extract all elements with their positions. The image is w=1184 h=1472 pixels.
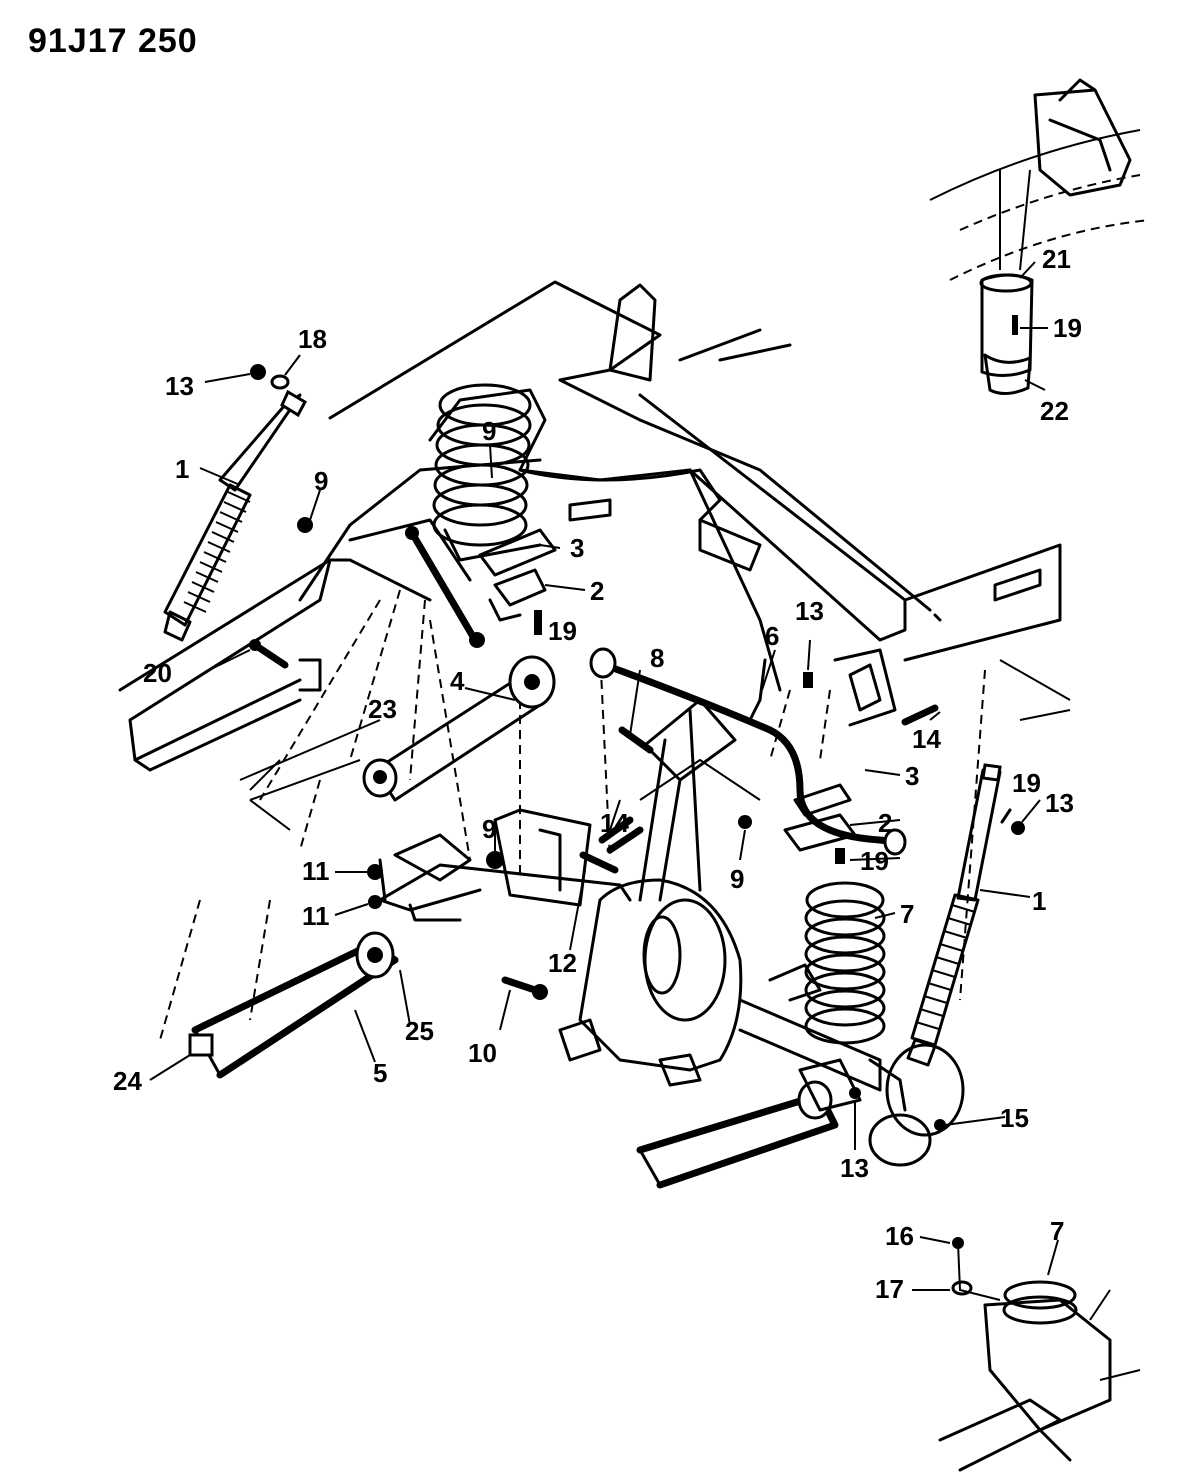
callout-18: 19 xyxy=(1012,768,1041,798)
callout-12: 12 xyxy=(548,948,577,978)
callout-17: 17 xyxy=(875,1274,904,1304)
drawing-code: 91J17 250 xyxy=(28,22,198,60)
callout-7: 7 xyxy=(1050,1216,1064,1246)
coil-spring-right xyxy=(804,881,886,1045)
callout-3: 3 xyxy=(570,533,584,563)
lower-control-arm-right xyxy=(636,1080,839,1189)
spring-seat-left xyxy=(478,528,557,635)
callout-13: 13 xyxy=(840,1153,869,1183)
leader-lines xyxy=(149,261,1059,1291)
hardware xyxy=(249,364,1025,1131)
lower-control-arm-5 xyxy=(188,931,399,1079)
callout-8: 8 xyxy=(650,643,664,673)
callout-9: 9 xyxy=(482,814,496,844)
callout-labels: 13 18 1 9 3 2 19 20 4 23 8 6 13 14 19 13… xyxy=(113,244,1082,1304)
callout-19: 19 xyxy=(1053,313,1082,343)
shock-absorber-right xyxy=(906,763,1002,1067)
callout-6: 6 xyxy=(765,621,779,651)
callout-1: 1 xyxy=(1032,886,1046,916)
callout-23: 23 xyxy=(368,694,397,724)
callout-25: 25 xyxy=(405,1016,434,1046)
callout-19: 19 xyxy=(860,846,889,876)
coil-spring-left xyxy=(432,383,542,562)
stabilizer-bar xyxy=(589,647,907,856)
callout-21: 21 xyxy=(1042,244,1071,274)
callout-24: 24 xyxy=(113,1066,142,1096)
callout-5: 5 xyxy=(373,1058,387,1088)
callout-2: 2 xyxy=(878,808,892,838)
callout-13: 13 xyxy=(165,371,194,401)
bolt-19-left xyxy=(534,610,542,635)
callout-11: 11 xyxy=(302,901,330,931)
callout-15: 15 xyxy=(1000,1103,1029,1133)
rear-axle-housing xyxy=(378,808,965,1167)
callout-16: 16 xyxy=(885,1221,914,1251)
inset-bumper-detail xyxy=(929,78,1151,395)
callout-9: 9 xyxy=(730,864,744,894)
callout-20: 20 xyxy=(143,658,172,688)
callout-13: 13 xyxy=(1045,788,1074,818)
callout-2: 2 xyxy=(590,576,604,606)
callout-9: 9 xyxy=(482,416,496,446)
callout-18: 18 xyxy=(298,324,327,354)
callout-11: 11 xyxy=(302,856,330,886)
callout-4: 4 xyxy=(450,666,465,696)
callout-13: 13 xyxy=(795,596,824,626)
callout-9: 9 xyxy=(314,466,328,496)
callout-7: 7 xyxy=(900,899,914,929)
callout-10: 10 xyxy=(468,1038,497,1068)
callout-22: 22 xyxy=(1040,396,1069,426)
inset-spring-mount-detail xyxy=(938,1237,1141,1472)
callout-1: 1 xyxy=(175,454,189,484)
callout-14: 14 xyxy=(600,808,629,838)
bolt-19-right xyxy=(835,848,845,864)
callout-19: 19 xyxy=(548,616,577,646)
callout-3: 3 xyxy=(905,761,919,791)
callout-14: 14 xyxy=(912,724,941,754)
track-bar-bracket xyxy=(638,698,761,902)
shock-absorber-left xyxy=(163,389,308,642)
